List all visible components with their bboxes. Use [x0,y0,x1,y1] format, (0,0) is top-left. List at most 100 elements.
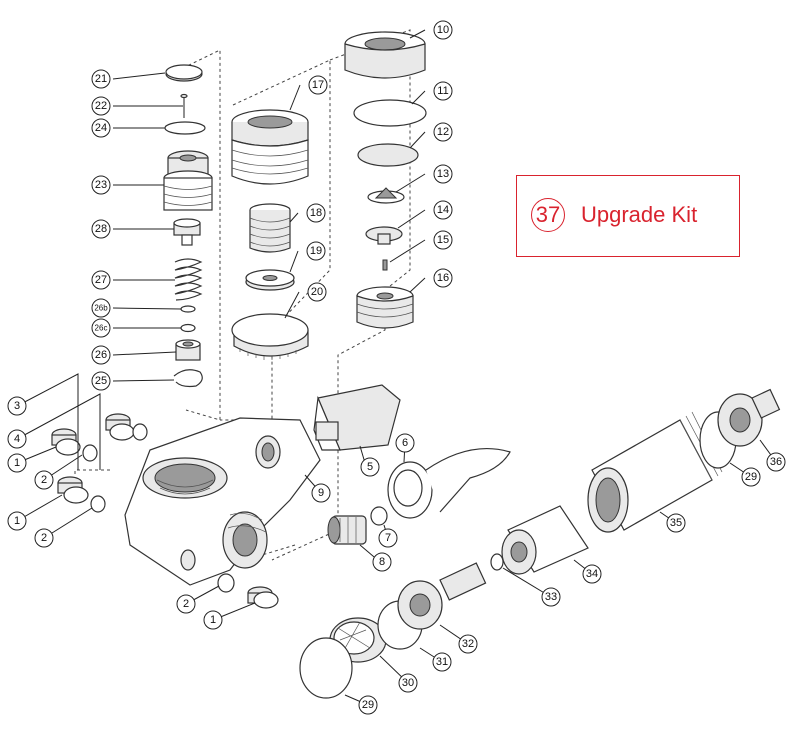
svg-text:36: 36 [770,456,782,468]
callout-1-bottom: 1 [203,610,223,630]
callout-1-upper: 1 [7,453,27,473]
svg-text:29: 29 [362,699,374,711]
callout-29-lower: 29 [358,695,378,715]
svg-text:22: 22 [95,100,107,112]
part-8-filter [327,515,367,545]
callout-5: 5 [360,457,380,477]
part-21-cap [165,64,203,82]
svg-text:17: 17 [312,79,324,91]
part-17-bonnet [231,109,309,185]
callout-34: 34 [582,564,602,584]
part-20-knurled-disc [231,313,309,360]
callout-15: 15 [433,230,453,250]
part-2-washer-mid [82,444,98,462]
callouts: 21 22 24 23 28 27 26b 26c 26 25 17 18 19… [7,20,786,715]
part-19-washer [245,269,295,291]
callout-19: 19 [306,241,326,261]
svg-text:24: 24 [95,122,107,134]
part-1-plug-upper [105,413,135,441]
part-24-oring [164,121,206,135]
svg-text:9: 9 [318,487,324,499]
svg-text:30: 30 [402,677,414,689]
part-25-clip [173,369,203,388]
svg-text:33: 33 [545,591,557,603]
svg-text:32: 32 [462,638,474,650]
part-16-base [356,286,414,329]
svg-text:2: 2 [183,598,189,610]
callout-30: 30 [398,673,418,693]
callout-21: 21 [91,69,111,89]
callout-31: 31 [432,652,452,672]
part-15-pin [382,259,388,271]
leader-lines [16,29,777,706]
svg-text:3: 3 [14,400,20,412]
svg-text:4: 4 [14,433,20,445]
callout-2-bottom: 2 [176,594,196,614]
part-1-plug-bottom [247,586,279,609]
svg-text:29: 29 [745,471,757,483]
part-11-ring [353,99,427,127]
part-5-hose-protector [313,384,401,451]
callout-14: 14 [433,200,453,220]
svg-text:2: 2 [41,474,47,486]
callout-25: 25 [91,371,111,391]
svg-text:21: 21 [95,73,107,85]
svg-text:1: 1 [14,457,20,469]
part-23-valve-body [163,150,213,211]
svg-text:2: 2 [41,532,47,544]
svg-text:13: 13 [437,168,449,180]
part-2-washer-bottom [217,573,235,593]
callout-2-lower: 2 [34,528,54,548]
part-14-poppet [365,226,403,245]
part-26c-ring [180,323,196,333]
callout-18: 18 [306,203,326,223]
callout-2-upper: 2 [34,470,54,490]
callout-33: 33 [541,587,561,607]
part-28-nut [173,218,201,246]
part-10-cap [344,31,426,79]
part-6-dust-cap [387,447,511,519]
svg-text:18: 18 [310,207,322,219]
svg-text:7: 7 [385,532,391,544]
svg-text:26c: 26c [95,324,108,333]
svg-text:25: 25 [95,375,107,387]
svg-text:27: 27 [95,274,107,286]
svg-text:5: 5 [367,461,373,473]
callout-26b: 26b [91,298,111,318]
part-29-oring-lower [299,637,353,699]
svg-text:20: 20 [311,286,323,298]
part-7-oring [370,506,388,526]
callout-20: 20 [307,282,327,302]
callout-22: 22 [91,96,111,116]
callout-11: 11 [433,81,453,101]
part-26b-ring [180,305,196,313]
part-9-main-body [124,417,321,586]
callout-27: 27 [91,270,111,290]
svg-text:34: 34 [586,568,598,580]
callout-13: 13 [433,164,453,184]
part-1-plug-mid [51,428,81,456]
svg-text:1: 1 [14,515,20,527]
svg-text:12: 12 [437,126,449,138]
part-33-oring [490,553,504,571]
part-12-disc [357,143,419,167]
callout-17: 17 [308,75,328,95]
part-32-valve-assembly [397,562,487,630]
svg-text:10: 10 [437,24,449,36]
callout-26: 26 [91,345,111,365]
upgrade-kit-label: Upgrade Kit [581,202,698,227]
callout-1-lower: 1 [7,511,27,531]
svg-text:16: 16 [437,272,449,284]
part-22-pin [180,93,188,118]
callout-26c: 26c [91,318,111,338]
callout-3: 3 [7,396,27,416]
svg-text:35: 35 [670,517,682,529]
svg-text:26: 26 [95,349,107,361]
callout-12: 12 [433,122,453,142]
callout-6: 6 [395,433,415,453]
svg-text:19: 19 [310,245,322,257]
callout-24: 24 [91,118,111,138]
svg-text:26b: 26b [94,304,108,313]
callout-32: 32 [458,634,478,654]
